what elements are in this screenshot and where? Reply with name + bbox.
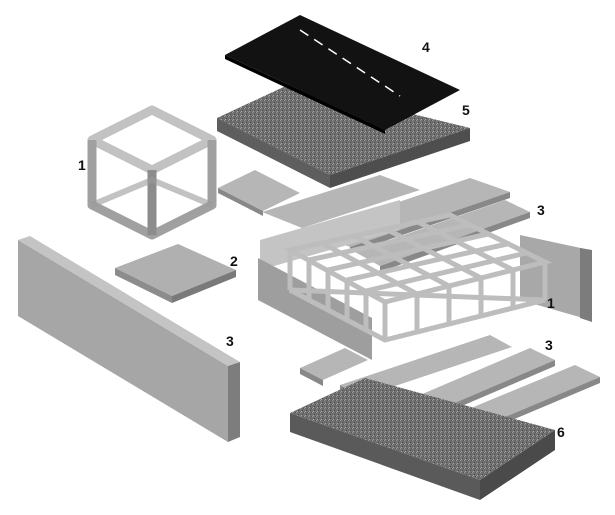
label-black-plate: 4 <box>422 39 430 55</box>
label-large-panel: 3 <box>226 333 234 349</box>
large-panel <box>18 236 240 442</box>
grid-frame <box>282 212 553 343</box>
label-strips-bottom: 3 <box>545 337 553 353</box>
foam-plate-bottom <box>290 378 555 500</box>
label-foam-plate-top: 5 <box>462 102 470 118</box>
label-grid-frame: 1 <box>547 295 555 311</box>
square-plate <box>115 244 236 303</box>
label-strips-top: 3 <box>537 202 545 218</box>
cube-frame <box>87 105 217 240</box>
label-cube-frame: 1 <box>78 157 86 173</box>
label-foam-plate-bottom: 6 <box>557 424 565 440</box>
black-plate <box>225 15 460 134</box>
foam-plate-top <box>217 84 470 188</box>
label-square-plate: 2 <box>230 253 238 269</box>
